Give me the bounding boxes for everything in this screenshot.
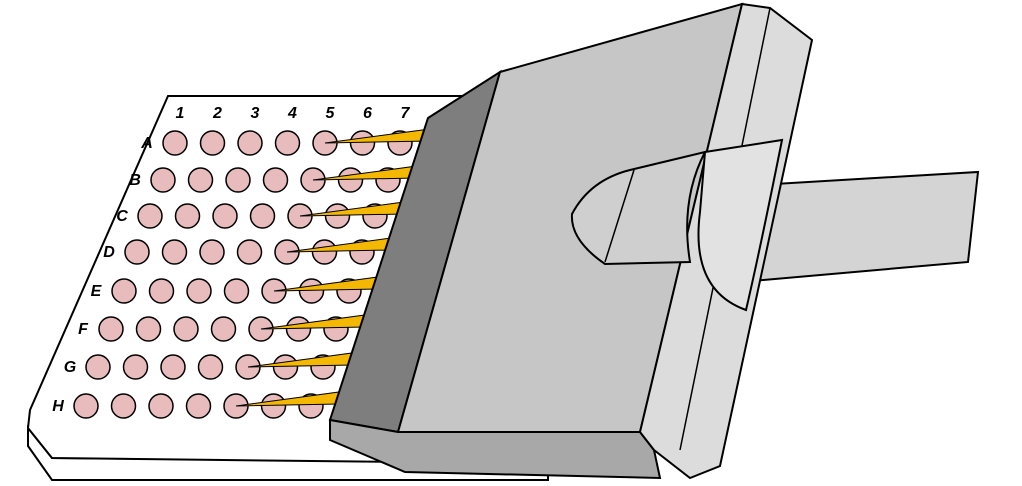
well-G6 — [272, 354, 299, 380]
grip-inner-arc — [570, 150, 707, 266]
column-labels: 1 2 3 4 5 6 7 — [176, 105, 411, 122]
well-F1 — [98, 316, 124, 342]
well-A2 — [199, 130, 226, 156]
column-label: 4 — [287, 105, 297, 122]
well-G1 — [85, 354, 111, 380]
well-H3 — [148, 393, 174, 419]
well-B1 — [150, 167, 176, 193]
well-E4 — [223, 278, 250, 304]
column-label: 3 — [251, 105, 260, 122]
well-D4 — [236, 239, 263, 265]
well-C3 — [212, 203, 238, 229]
column-label: 7 — [401, 105, 411, 122]
well-F2 — [135, 316, 162, 342]
well-C6 — [324, 203, 351, 229]
well-A4 — [274, 130, 301, 156]
row-label: G — [64, 359, 76, 376]
column-label: 1 — [176, 105, 185, 122]
column-label: 2 — [212, 105, 222, 122]
row-label: C — [116, 208, 128, 225]
well-H2 — [110, 393, 137, 419]
well-G3 — [160, 354, 186, 380]
well-B4 — [262, 167, 289, 193]
row-label: H — [52, 398, 64, 415]
row-label: D — [103, 244, 115, 261]
well-E6 — [298, 278, 325, 304]
pipette-tips — [235, 128, 431, 407]
well-D1 — [124, 239, 150, 265]
well-F4 — [210, 316, 237, 342]
well-D6 — [311, 239, 338, 265]
well-C2 — [174, 203, 201, 229]
well-B2 — [187, 167, 214, 193]
well-A3 — [237, 130, 263, 156]
well-F3 — [173, 316, 199, 342]
well-B6 — [337, 167, 364, 193]
row-label: E — [91, 283, 103, 300]
well-B3 — [225, 167, 251, 193]
well-E1 — [111, 278, 137, 304]
well-E3 — [186, 278, 212, 304]
row-labels: A B C D E F G H — [52, 135, 153, 415]
grip-divider-line — [604, 169, 635, 263]
well-C4 — [249, 203, 276, 229]
pipette-grip — [570, 138, 784, 312]
well-F6 — [285, 316, 312, 342]
column-label: 5 — [326, 105, 336, 122]
column-label: 6 — [363, 105, 372, 122]
well-G4 — [197, 354, 224, 380]
well-H4 — [185, 393, 212, 419]
well-D2 — [161, 239, 188, 265]
well-A1 — [162, 130, 188, 156]
well-H1 — [73, 393, 99, 419]
well-C1 — [137, 203, 163, 229]
row-label: F — [78, 321, 89, 338]
well-G2 — [122, 354, 149, 380]
well-A6 — [349, 130, 376, 156]
pipette-head-bottom — [329, 418, 662, 480]
grip-outer-arc — [697, 138, 784, 312]
well-D3 — [199, 239, 225, 265]
well-H6 — [260, 393, 287, 419]
row-label: A — [140, 135, 153, 152]
row-label: B — [129, 172, 141, 189]
well-E2 — [148, 278, 175, 304]
